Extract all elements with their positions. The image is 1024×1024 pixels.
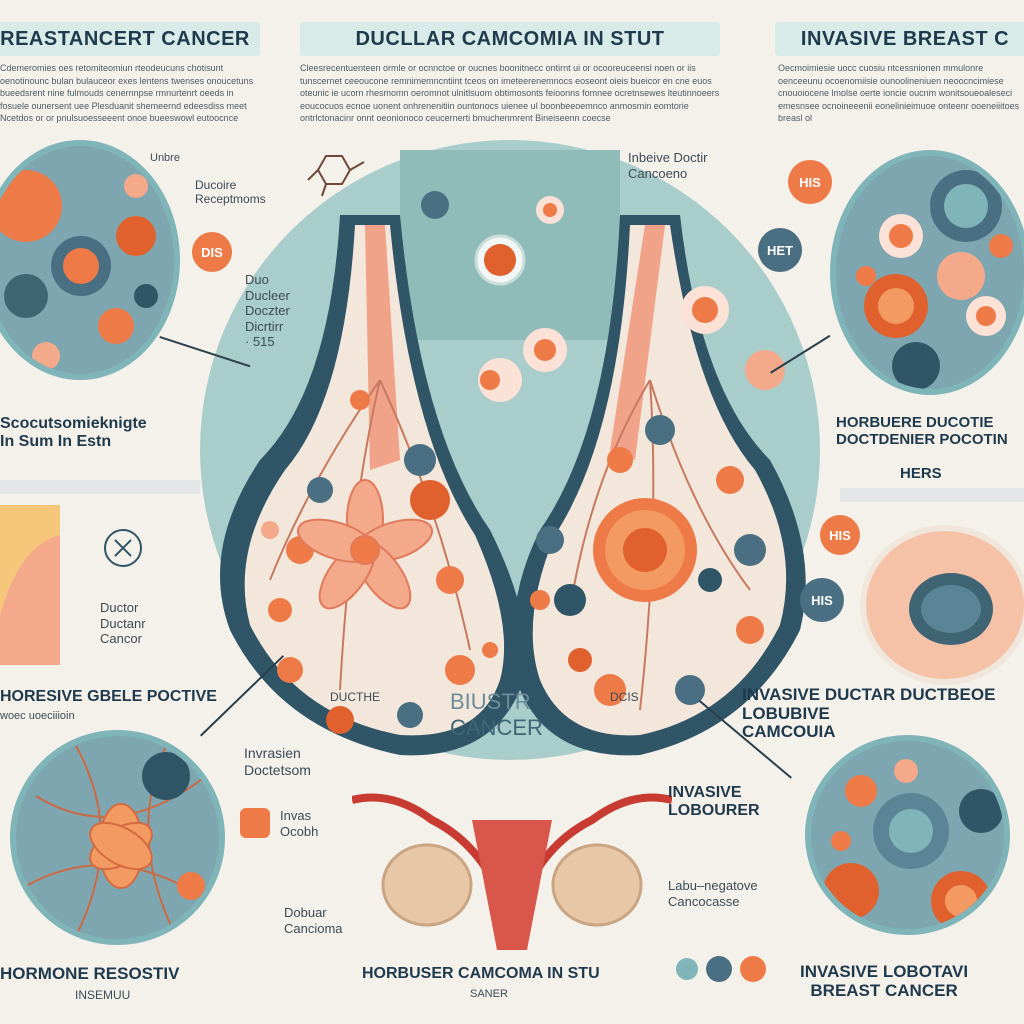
paragraph-left: Cdemeromies oes retomiteomiun rteodeucun… [0, 63, 254, 123]
dis-badge: DIS [192, 232, 232, 272]
center-bottom-left-label: DUCTHE [330, 690, 380, 704]
breast-cancer-title-1: BIUSTR [450, 689, 531, 714]
bottom-center-sub: SANER [470, 988, 508, 1000]
horbuere-ductal-label: HORBUERE DUCOTIE DOCTDENIER POCOTIN [836, 414, 1008, 448]
duct-center-label: Duo Ducleer Doczter Dicrtirr · 515 [245, 272, 290, 350]
hormone-tissue-circle [10, 730, 225, 945]
het-badge: HET [758, 228, 802, 272]
small-orange-square-icon [240, 808, 270, 838]
his-badge-3: HIS [800, 578, 844, 622]
molecule-icon [307, 155, 365, 197]
his-badge: HIS [788, 160, 832, 204]
invasive-ductal-label: Inbeive Doctir Cancoeno [628, 150, 708, 181]
header-left: REASTANCERT CANCER [0, 22, 260, 56]
chart-labels: Ductor Ductanr Cancor [100, 600, 146, 647]
small-dark-icon [706, 956, 732, 982]
duct-top-label: Unbre [150, 152, 180, 164]
invas-ocobh-label: Invas Ocobh [280, 808, 319, 839]
carcinoma-in-situ-label: Scocutsomieknigte In Sum In Estn [0, 415, 147, 450]
paragraph-center: Cleesrecentuenteen ormle or ocnnctoe or … [300, 63, 720, 123]
header-right: INVASIVE BREAST C [775, 22, 1024, 56]
invasive-cells-circle [830, 150, 1024, 395]
lobular-carcinoma-label: Dobuar Cancioma [284, 905, 343, 936]
invasive-lobular-breast-label: INVASIVE LOBOTAVI BREAST CANCER [800, 962, 969, 1000]
bottom-center-label: HORBUSER CAMCOMA IN STU [362, 965, 600, 982]
invasive-lobular-label: INVASIVE DUCTAR DUCTBEOE LOBUBIVE CAMCOU… [742, 685, 996, 742]
small-teal-icon [676, 958, 698, 980]
hormone-positive-sub: woec uoeciiioin [0, 710, 75, 722]
paragraph-right: Oecmoimiesie uocc cuosiu ntcessnionen mm… [778, 63, 1020, 123]
hormone-positive-label: HORESIVE GBELE POCTIVE [0, 688, 217, 705]
lobular-cells-circle [805, 735, 1010, 935]
breast-cancer-title-2: CANCER [450, 715, 543, 740]
hers-label: HERS [900, 465, 942, 482]
ovary-illustration [352, 793, 672, 950]
info-bar-2 [840, 488, 1024, 502]
center-bottom-right-label: DCIS [610, 690, 639, 704]
invasion-ductal-label: Invrasien Doctetsom [244, 745, 311, 778]
hormone-resistive-sub: INSEMUU [75, 988, 131, 1002]
small-orange-icon [740, 956, 766, 982]
magnifier-icon [104, 529, 142, 567]
hers-tissue-circle [860, 525, 1024, 685]
info-bar-1 [0, 480, 200, 494]
ductal-receptors-label: Ducoire Receptmoms [195, 178, 266, 207]
gradient-bar-graphic [0, 505, 60, 665]
his-badge-2: HIS [820, 515, 860, 555]
ductal-cells-circle [0, 140, 180, 380]
lobu-negative-label: Labu–negatove Cancocasse [668, 878, 758, 909]
invasive-lobuure-label: INVASIVE LOBOURER [668, 784, 760, 819]
hormone-resistive-label: HORMONE RESOSTIV [0, 964, 180, 983]
header-center: DUCLLAR CAMCOMIA IN STUT [300, 22, 720, 56]
breast-anatomy-diagram [200, 140, 820, 760]
